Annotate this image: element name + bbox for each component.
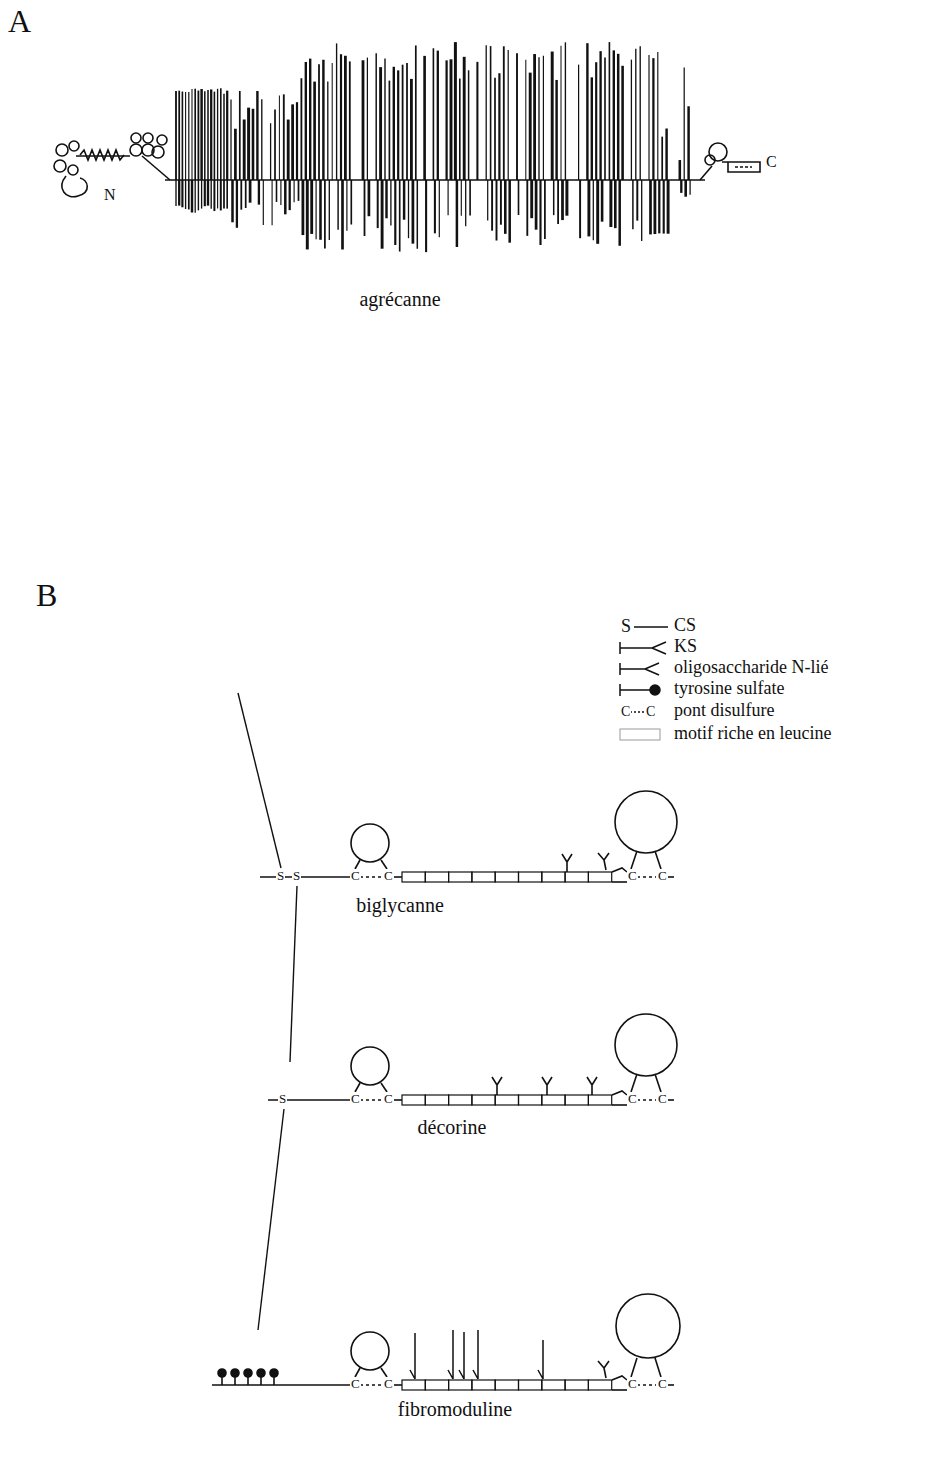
link-lines	[238, 693, 297, 1330]
protein-name: décorine	[418, 1116, 487, 1138]
cysteine-label: C	[657, 1377, 668, 1391]
legend-text: KS	[674, 637, 697, 657]
sulfur-label: S	[276, 869, 285, 883]
core-protein	[165, 179, 705, 181]
cysteine-label: C	[627, 1092, 638, 1106]
legend-sample-letter: S	[620, 617, 632, 637]
cysteine-label: C	[383, 869, 394, 883]
cysteine-label: C	[350, 869, 361, 883]
cysteine-label: C	[383, 1092, 394, 1106]
panel-letter: A	[8, 4, 31, 39]
sulfur-label: S	[292, 869, 301, 883]
legend-sample-letter: C	[645, 704, 656, 719]
panel-letter: B	[36, 578, 57, 613]
fibromodulin-core	[212, 1294, 680, 1390]
terminus-label: C	[766, 153, 777, 171]
cysteine-label: C	[350, 1092, 361, 1106]
protein-name: agrécanne	[359, 288, 440, 310]
leucine-repeats	[402, 1380, 612, 1390]
protein-name: fibromoduline	[398, 1398, 512, 1420]
gag-chains	[176, 42, 690, 252]
cysteine-label: C	[657, 869, 668, 883]
cysteine-label: C	[383, 1377, 394, 1391]
legend-text: pont disulfure	[674, 701, 775, 721]
cysteine-label: C	[627, 1377, 638, 1391]
biglycan-core	[260, 791, 677, 882]
legend-text: CS	[674, 616, 696, 636]
legend-samples	[620, 627, 668, 740]
leucine-repeats	[402, 872, 612, 882]
decorin-core	[268, 1014, 677, 1105]
legend-text: tyrosine sulfate	[674, 679, 784, 699]
legend-text: motif riche en leucine	[674, 724, 831, 744]
sulfur-label: S	[278, 1092, 287, 1106]
legend-sample-letter: C	[620, 704, 631, 719]
cysteine-label: C	[350, 1377, 361, 1391]
cysteine-label: C	[627, 869, 638, 883]
legend-text: oligosaccharide N-lié	[674, 658, 828, 678]
leucine-repeats	[402, 1095, 612, 1105]
protein-name: biglycanne	[356, 894, 444, 916]
terminus-label: N	[104, 186, 116, 204]
cysteine-label: C	[657, 1092, 668, 1106]
